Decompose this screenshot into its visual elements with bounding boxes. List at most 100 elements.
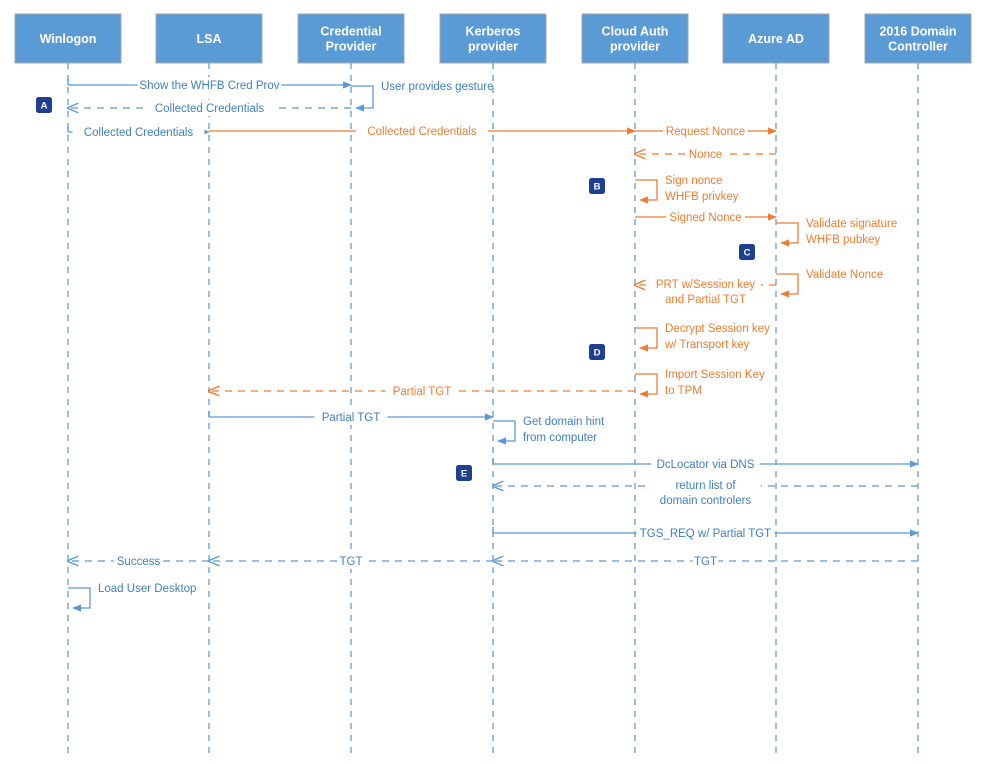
message-label: from computer (523, 432, 597, 444)
marker-label: C (744, 248, 751, 259)
label-backdrop (143, 100, 276, 116)
actor-label: LSA (197, 32, 222, 46)
message-m3: Collected Credentials (68, 100, 351, 116)
label-backdrop (137, 77, 282, 93)
message-m7: Nonce (635, 146, 776, 162)
message-label: User provides gesture (381, 81, 494, 93)
label-backdrop (636, 525, 775, 541)
marker-label: E (461, 469, 467, 480)
message-label: domain controlers (660, 495, 752, 507)
label-backdrop (385, 383, 459, 399)
message-label: Partial TGT (393, 386, 452, 398)
message-label: Partial TGT (322, 412, 381, 424)
message-label: Collected Credentials (155, 103, 265, 115)
message-label: TGT (694, 556, 717, 568)
step-marker-C[interactable]: C (739, 244, 755, 260)
marker-badge (456, 465, 472, 481)
actor-box (581, 13, 689, 64)
message-m21: TGT (493, 553, 918, 569)
actor-label: 2016 Domain (879, 25, 956, 39)
self-call-path (776, 273, 799, 298)
step-marker-E[interactable]: E (456, 465, 472, 481)
label-backdrop (650, 276, 761, 310)
label-backdrop (686, 146, 725, 162)
label-backdrop (338, 553, 364, 569)
message-label: Import Session Key (665, 369, 765, 381)
self-call-path (635, 373, 658, 398)
message-m18: DcLocator via DNS (492, 456, 919, 472)
message-label: Get domain hint (523, 416, 605, 428)
message-label: Signed Nonce (669, 212, 741, 224)
message-m22: TGT (209, 553, 493, 569)
message-m15: Partial TGT (209, 383, 635, 399)
message-m2: User provides gesture (351, 81, 494, 112)
message-label: Nonce (689, 149, 722, 161)
step-marker-A[interactable]: A (36, 97, 52, 113)
actor-header-azuread: Azure AD (722, 13, 830, 64)
actor-box (14, 13, 122, 64)
label-backdrop (314, 409, 388, 425)
actor-label: Azure AD (748, 32, 804, 46)
messages-group: Show the WHFB Cred Prov User provides ges… (67, 77, 919, 612)
message-label: Show the WHFB Cred Prov (140, 80, 280, 92)
message-label: Validate signature (806, 218, 897, 230)
actor-label: Credential (320, 25, 381, 39)
self-call-path (351, 85, 374, 112)
step-marker-D[interactable]: D (589, 344, 605, 360)
label-backdrop (692, 553, 719, 569)
message-label: return list of (675, 480, 736, 492)
step-markers-group: A B C D E (36, 97, 755, 481)
lifelines-group (67, 63, 919, 758)
actor-label: Kerberos (466, 25, 521, 39)
self-call-path (635, 179, 658, 204)
actor-label: provider (610, 40, 660, 54)
actor-label: Winlogon (40, 32, 97, 46)
label-backdrop (113, 553, 164, 569)
actor-box (439, 13, 547, 64)
message-m20: TGS_REQ w/ Partial TGT (492, 525, 919, 541)
message-m17: Get domain hint from computer (493, 416, 605, 445)
message-label: TGS_REQ w/ Partial TGT (640, 528, 771, 540)
message-label: DcLocator via DNS (657, 459, 755, 471)
actor-label: Cloud Auth (602, 25, 669, 39)
message-label: Sign nonce (665, 175, 723, 187)
message-m6: Request Nonce (635, 123, 777, 139)
self-call-path (68, 587, 91, 612)
label-backdrop (356, 123, 488, 139)
message-label: Validate Nonce (806, 269, 883, 281)
message-label: and Partial TGT (665, 294, 746, 306)
step-marker-B[interactable]: B (589, 178, 605, 194)
message-m12: PRT w/Session key and Partial TGT (635, 276, 776, 310)
actor-header-winlogon: Winlogon (14, 13, 122, 64)
message-label: WHFB privkey (665, 191, 739, 203)
self-call-path (776, 222, 799, 247)
marker-label: D (594, 348, 601, 359)
marker-badge (739, 244, 755, 260)
message-m19: return list of domain controlers (493, 477, 918, 511)
actor-header-lsa: LSA (155, 13, 263, 64)
actor-label: Controller (888, 40, 948, 54)
marker-badge (589, 178, 605, 194)
message-label: Success (117, 556, 161, 568)
message-label: Decrypt Session key (665, 323, 770, 335)
label-backdrop (72, 124, 205, 140)
message-label: Collected Credentials (367, 126, 477, 138)
actor-box (864, 13, 972, 64)
message-label: PRT w/Session key (656, 279, 756, 291)
actor-box (722, 13, 830, 64)
message-m4: Collected Credentials (67, 124, 210, 140)
actor-box (155, 13, 263, 64)
message-m16: Partial TGT (208, 409, 494, 425)
label-backdrop (650, 477, 761, 511)
marker-badge (36, 97, 52, 113)
